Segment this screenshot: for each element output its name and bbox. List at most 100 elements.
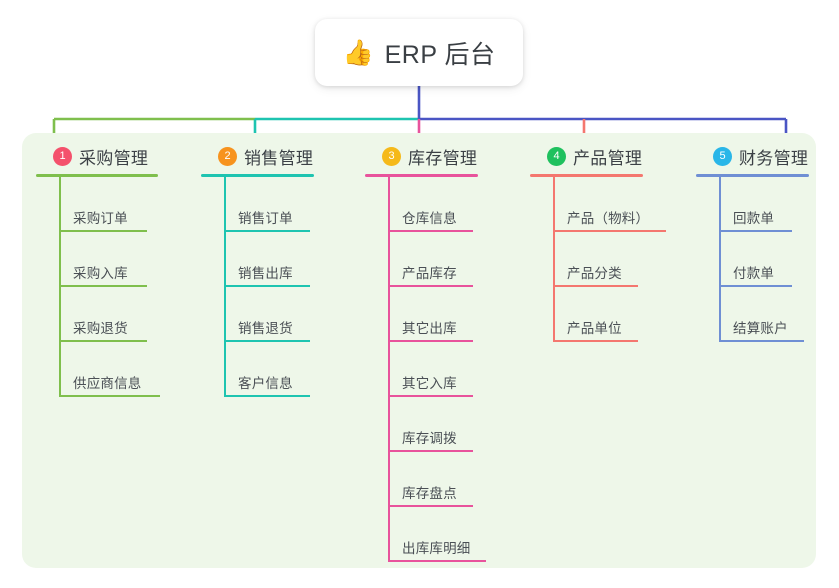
branch-title: 采购管理 — [79, 148, 149, 168]
branch-header-rule — [36, 174, 158, 177]
branch-item-label: 采购退货 — [73, 321, 128, 336]
branch-item[interactable]: 出库库明细 — [388, 507, 486, 562]
branch-spine — [388, 177, 390, 560]
branch-item-rule — [59, 285, 147, 287]
branch-header-rule — [530, 174, 643, 177]
branch-item-label: 产品单位 — [567, 321, 622, 336]
branch-number-badge: 5 — [713, 146, 732, 166]
branch-item-label: 仓库信息 — [402, 211, 457, 226]
thumbs-up-icon: 👍 — [342, 39, 374, 67]
branch-column-1: 1 采购管理采购订单采购入库采购退货供应商信息 — [36, 144, 160, 397]
branch-item-rule — [719, 230, 792, 232]
branch-title: 财务管理 — [739, 148, 809, 168]
branch-item-rule — [388, 395, 473, 397]
branch-item-rule — [59, 230, 147, 232]
branch-item[interactable]: 结算账户 — [719, 287, 809, 342]
branch-items: 采购订单采购入库采购退货供应商信息 — [36, 177, 160, 397]
branch-column-3: 3 库存管理仓库信息产品库存其它出库其它入库库存调拨库存盘点出库库明细 — [365, 144, 486, 562]
branch-header-5[interactable]: 5 财务管理 — [696, 144, 809, 168]
branch-item-rule — [59, 395, 160, 397]
branch-item-label: 结算账户 — [733, 321, 788, 336]
branch-items: 回款单付款单结算账户 — [696, 177, 809, 342]
branch-item-rule — [388, 340, 473, 342]
branch-item-rule — [388, 230, 473, 232]
branch-item-rule — [553, 285, 638, 287]
branch-item-rule — [553, 230, 666, 232]
branch-title: 销售管理 — [244, 148, 314, 168]
branch-item[interactable]: 其它入库 — [388, 342, 478, 397]
branch-item-rule — [553, 340, 638, 342]
branch-header-3[interactable]: 3 库存管理 — [365, 144, 478, 168]
branch-title: 产品管理 — [573, 148, 643, 168]
branch-item-label: 销售出库 — [238, 266, 293, 281]
branch-item[interactable]: 回款单 — [719, 177, 809, 232]
branch-header-rule — [365, 174, 478, 177]
branch-item-label: 库存盘点 — [402, 486, 457, 501]
branch-item-label: 出库库明细 — [402, 541, 471, 556]
branch-number-badge: 2 — [218, 146, 237, 166]
branch-item-rule — [388, 505, 473, 507]
branch-item-label: 其它入库 — [402, 376, 457, 391]
branch-item-rule — [224, 395, 310, 397]
branch-item-rule — [719, 285, 792, 287]
branch-item-label: 库存调拨 — [402, 431, 457, 446]
branch-item[interactable]: 采购订单 — [59, 177, 158, 232]
branch-column-5: 5 财务管理回款单付款单结算账户 — [696, 144, 809, 342]
branch-item-rule — [224, 230, 310, 232]
branch-item[interactable]: 其它出库 — [388, 287, 478, 342]
branch-header-rule — [696, 174, 809, 177]
branch-item[interactable]: 仓库信息 — [388, 177, 478, 232]
branch-items: 仓库信息产品库存其它出库其它入库库存调拨库存盘点出库库明细 — [365, 177, 486, 562]
branch-items: 产品（物料） 产品分类产品单位 — [530, 177, 666, 342]
root-node[interactable]: 👍 ERP 后台 — [315, 19, 523, 86]
branch-item[interactable]: 库存盘点 — [388, 452, 478, 507]
branch-item-rule — [59, 340, 147, 342]
branch-number-badge: 3 — [382, 146, 401, 166]
branch-item[interactable]: 产品库存 — [388, 232, 478, 287]
branch-item-label: 客户信息 — [238, 376, 293, 391]
branch-column-2: 2 销售管理销售订单销售出库销售退货客户信息 — [201, 144, 314, 397]
branch-item[interactable]: 销售出库 — [224, 232, 314, 287]
branch-item-label: 产品库存 — [402, 266, 457, 281]
root-node-title: ERP 后台 — [384, 40, 496, 69]
branch-item-label: 采购订单 — [73, 211, 128, 226]
branch-item-label: 产品分类 — [567, 266, 622, 281]
branch-item-label: 供应商信息 — [73, 376, 142, 391]
branch-item[interactable]: 付款单 — [719, 232, 809, 287]
branch-header-rule — [201, 174, 314, 177]
branch-item-label: 产品（物料） — [567, 211, 650, 226]
branch-item[interactable]: 供应商信息 — [59, 342, 160, 397]
branch-item[interactable]: 客户信息 — [224, 342, 314, 397]
branches-panel — [22, 133, 816, 568]
branch-spine — [719, 177, 721, 340]
branch-item[interactable]: 产品（物料） — [553, 177, 666, 232]
branch-header-2[interactable]: 2 销售管理 — [201, 144, 314, 168]
branch-item-label: 付款单 — [733, 266, 775, 281]
branch-item-rule — [224, 285, 310, 287]
branch-item[interactable]: 采购入库 — [59, 232, 158, 287]
branch-item-rule — [224, 340, 310, 342]
branch-item[interactable]: 库存调拨 — [388, 397, 478, 452]
branch-item-rule — [719, 340, 804, 342]
branch-item-label: 回款单 — [733, 211, 775, 226]
branch-item[interactable]: 销售退货 — [224, 287, 314, 342]
branch-item-label: 其它出库 — [402, 321, 457, 336]
branch-item-rule — [388, 450, 473, 452]
branch-item-rule — [388, 285, 473, 287]
branch-title: 库存管理 — [408, 148, 478, 168]
branch-number-badge: 4 — [547, 146, 566, 166]
branch-number-badge: 1 — [53, 146, 72, 166]
branch-item[interactable]: 销售订单 — [224, 177, 314, 232]
branch-header-4[interactable]: 4 产品管理 — [530, 144, 649, 168]
branch-item[interactable]: 产品单位 — [553, 287, 649, 342]
branch-item[interactable]: 产品分类 — [553, 232, 649, 287]
branch-items: 销售订单销售出库销售退货客户信息 — [201, 177, 314, 397]
branch-header-1[interactable]: 1 采购管理 — [36, 144, 158, 168]
branch-item[interactable]: 采购退货 — [59, 287, 158, 342]
branch-item-label: 销售订单 — [238, 211, 293, 226]
branch-column-4: 4 产品管理产品（物料） 产品分类产品单位 — [530, 144, 666, 342]
branch-item-rule — [388, 560, 486, 562]
branch-item-label: 销售退货 — [238, 321, 293, 336]
